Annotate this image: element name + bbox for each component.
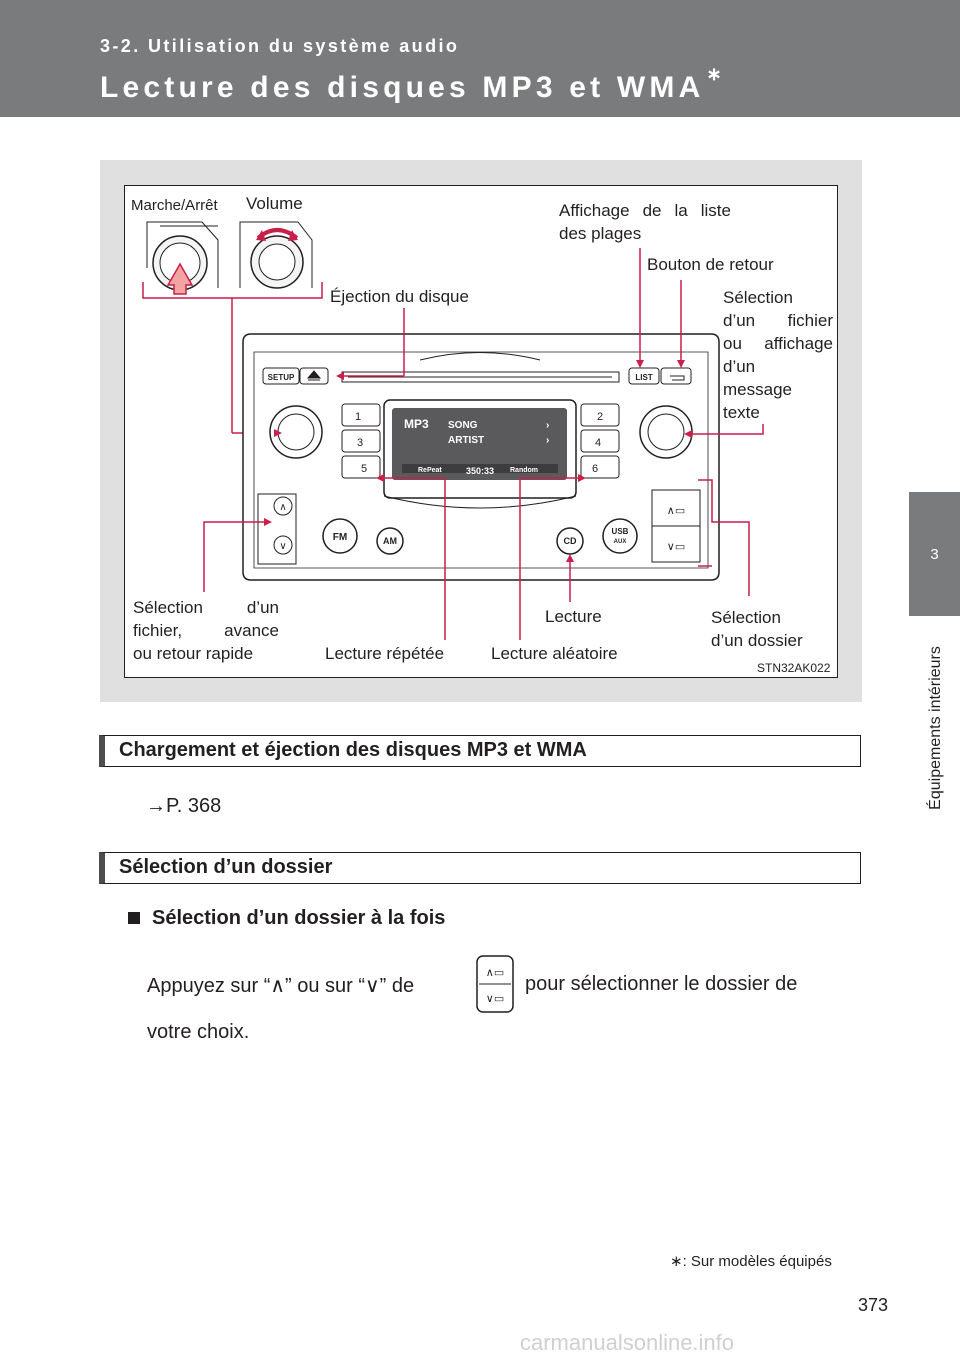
preset-4: 4 [595, 437, 601, 449]
svg-text:∧▭: ∧▭ [486, 967, 504, 979]
label-folder-select-2: d’un dossier [711, 631, 803, 650]
label-file-seek-1: Sélection d’un [133, 598, 279, 617]
section-heading-text: Sélection d’un dossier [119, 856, 333, 878]
display-repeat: RePeat [418, 467, 442, 474]
label-file-select-6: texte [723, 403, 760, 422]
svg-text:›: › [546, 420, 549, 431]
fm-button-label: FM [333, 532, 347, 543]
svg-text:∧▭: ∧▭ [667, 505, 685, 517]
am-button-label: AM [383, 536, 397, 546]
display-song: SONG [448, 420, 478, 431]
preset-2: 2 [597, 411, 603, 423]
aux-button-label: AUX [614, 539, 627, 545]
cd-button-label: CD [564, 536, 577, 546]
page-header: 3-2. Utilisation du système audio Lectur… [0, 0, 960, 117]
chapter-number: 3 [930, 546, 939, 563]
subsection-title-text: Sélection d’un dossier à la fois [152, 907, 446, 929]
label-folder-select-1: Sélection [711, 608, 781, 627]
section-label: 3-2. Utilisation du système audio [100, 36, 460, 56]
label-back-button: Bouton de retour [647, 255, 774, 274]
folder-button-icon: ∧▭ ∨▭ [476, 955, 514, 1013]
callout-lines [203, 248, 764, 640]
preset-1: 1 [355, 411, 361, 423]
svg-text:∨▭: ∨▭ [667, 541, 685, 553]
usb-button-label: USB [612, 527, 629, 536]
label-file-select-2: d’un fichier [723, 311, 833, 330]
section-heading-text: Chargement et éjection des disques MP3 e… [119, 739, 587, 761]
section-heading-loading: Chargement et éjection des disques MP3 e… [99, 735, 861, 767]
inset-volume-knob [239, 221, 313, 289]
audio-unit-diagram: SETUP LIST 1 2 3 4 5 6 MP3 SONG [142, 221, 764, 640]
body-text-line1b: pour sélectionner le dossier de [525, 973, 798, 995]
svg-text:∧: ∧ [279, 502, 286, 513]
label-file-select-5: message [723, 380, 792, 399]
preset-5: 5 [361, 463, 367, 475]
display-random: Random [510, 467, 538, 474]
preset-3: 3 [357, 437, 363, 449]
label-track-list-2: des plages [559, 224, 642, 243]
preset-6: 6 [592, 463, 598, 475]
svg-text:›: › [546, 435, 549, 446]
label-file-seek-2: fichier, avance [133, 621, 279, 640]
page-title: Lecture des disques MP3 et WMA∗ [100, 64, 726, 105]
chapter-label: Équipements intérieurs [927, 646, 944, 810]
footnote: ∗: Sur modèles équipés [670, 1253, 832, 1270]
label-file-select-3: ou affichage [723, 334, 833, 353]
label-random: Lecture aléatoire [491, 644, 618, 663]
square-bullet-icon [128, 912, 140, 924]
title-asterisk: ∗ [706, 64, 726, 84]
label-power: Marche/Arrêt [131, 197, 218, 214]
body-text-line2: votre choix. [147, 1021, 250, 1043]
label-play: Lecture [545, 607, 602, 626]
body-text-line1a: Appuyez sur “∧” ou sur “∨” de [147, 975, 415, 997]
subsection-title: Sélection d’un dossier à la fois [128, 907, 445, 930]
watermark: carmanualsonline.info [520, 1330, 735, 1355]
label-repeat: Lecture répétée [325, 644, 445, 663]
page-reference-link[interactable]: →P. 368 [146, 795, 222, 817]
label-file-select-1: Sélection [723, 288, 793, 307]
label-file-seek-3: ou retour rapide [133, 644, 254, 663]
inset-power-knob [146, 221, 219, 295]
callout-arrowheads [264, 360, 692, 562]
display-mp3: MP3 [404, 417, 429, 431]
audio-unit: SETUP LIST 1 2 3 4 5 6 MP3 SONG [242, 333, 720, 581]
label-track-list-1: Affichage de la liste [559, 201, 731, 220]
label-file-select-4: d’un [723, 357, 756, 376]
page-title-text: Lecture des disques MP3 et WMA [100, 71, 705, 104]
chapter-tab[interactable]: 3 [909, 492, 960, 616]
label-volume: Volume [246, 194, 303, 213]
section-heading-folder: Sélection d’un dossier [99, 852, 861, 884]
page-number: 373 [858, 1295, 889, 1315]
label-eject: Éjection du disque [330, 287, 469, 306]
setup-button-label: SETUP [268, 373, 295, 382]
svg-text:∨: ∨ [279, 541, 286, 552]
display-time: 350:33 [466, 466, 494, 476]
list-button-label: LIST [635, 373, 652, 382]
display-artist: ARTIST [448, 435, 484, 446]
svg-text:∨▭: ∨▭ [486, 993, 504, 1005]
image-code: STN32AK022 [757, 661, 831, 675]
